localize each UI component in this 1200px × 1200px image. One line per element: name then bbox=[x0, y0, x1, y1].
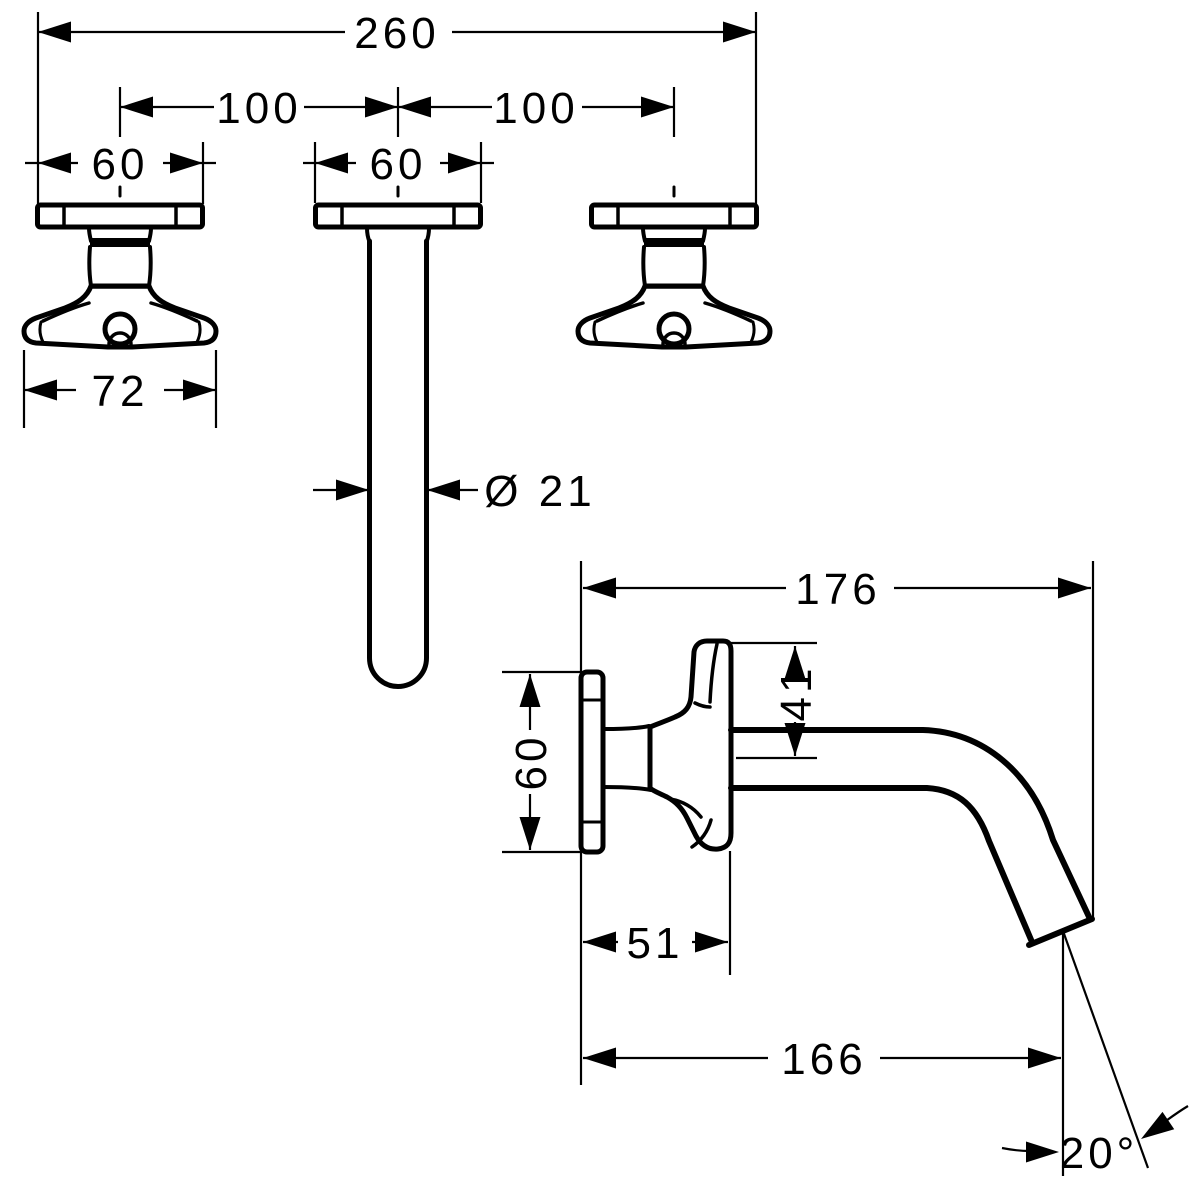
spout-tube-front bbox=[367, 238, 429, 689]
dim-outlet-projection-label: 166 bbox=[781, 1035, 866, 1084]
dim-overall-width-label: 260 bbox=[354, 9, 439, 58]
dim-handle-escutcheon-label: 60 bbox=[92, 140, 149, 189]
dim-handle-width: 72 bbox=[22, 350, 218, 428]
dim-total-projection-label: 176 bbox=[795, 565, 880, 614]
dim-spout-escutcheon-width: 60 bbox=[303, 140, 494, 203]
side-escutcheon bbox=[578, 669, 606, 855]
spout-outlet-face bbox=[1026, 916, 1095, 948]
dim-handle-width-label: 72 bbox=[92, 367, 149, 416]
dim-spout-diameter-label: Ø 21 bbox=[484, 467, 595, 516]
dim-handle-projection-label: 51 bbox=[627, 919, 684, 968]
dim-left-spacing-label: 100 bbox=[216, 84, 301, 133]
dim-handle-rise-label: 41 bbox=[772, 665, 821, 722]
spout-outer-curve bbox=[728, 727, 1093, 922]
dim-escutcheon-height-label: 60 bbox=[507, 734, 556, 791]
outlet-direction-line bbox=[1061, 930, 1150, 1169]
side-view: 176 41 60 51 bbox=[502, 561, 1189, 1178]
dim-spout-escutcheon-label: 60 bbox=[370, 140, 427, 189]
dim-handle-rise: 41 bbox=[731, 641, 821, 760]
spout-escutcheon bbox=[313, 202, 483, 230]
dim-handle-projection: 51 bbox=[583, 851, 732, 975]
front-spout bbox=[313, 185, 483, 689]
dim-outlet-angle: 20° bbox=[1001, 930, 1189, 1178]
side-spout bbox=[728, 727, 1095, 948]
dim-outlet-projection: 166 bbox=[583, 1035, 1061, 1084]
side-handle bbox=[602, 638, 734, 852]
dim-escutcheon-height: 60 bbox=[502, 670, 580, 854]
dim-right-spacing-label: 100 bbox=[493, 84, 578, 133]
front-right-handle bbox=[578, 187, 770, 347]
dim-outlet-angle-label: 20° bbox=[1060, 1129, 1139, 1178]
dim-handle-escutcheon-width: 60 bbox=[25, 140, 216, 204]
dim-total-projection: 176 bbox=[583, 561, 1095, 918]
dim-overall-width: 260 bbox=[36, 9, 758, 205]
dim-center-distances: 100 100 bbox=[118, 84, 676, 137]
front-view: 260 100 100 60 60 bbox=[22, 9, 770, 689]
spout-inner-curve bbox=[728, 785, 1035, 945]
dim-spout-diameter: Ø 21 bbox=[313, 467, 595, 516]
front-left-handle bbox=[24, 187, 216, 347]
